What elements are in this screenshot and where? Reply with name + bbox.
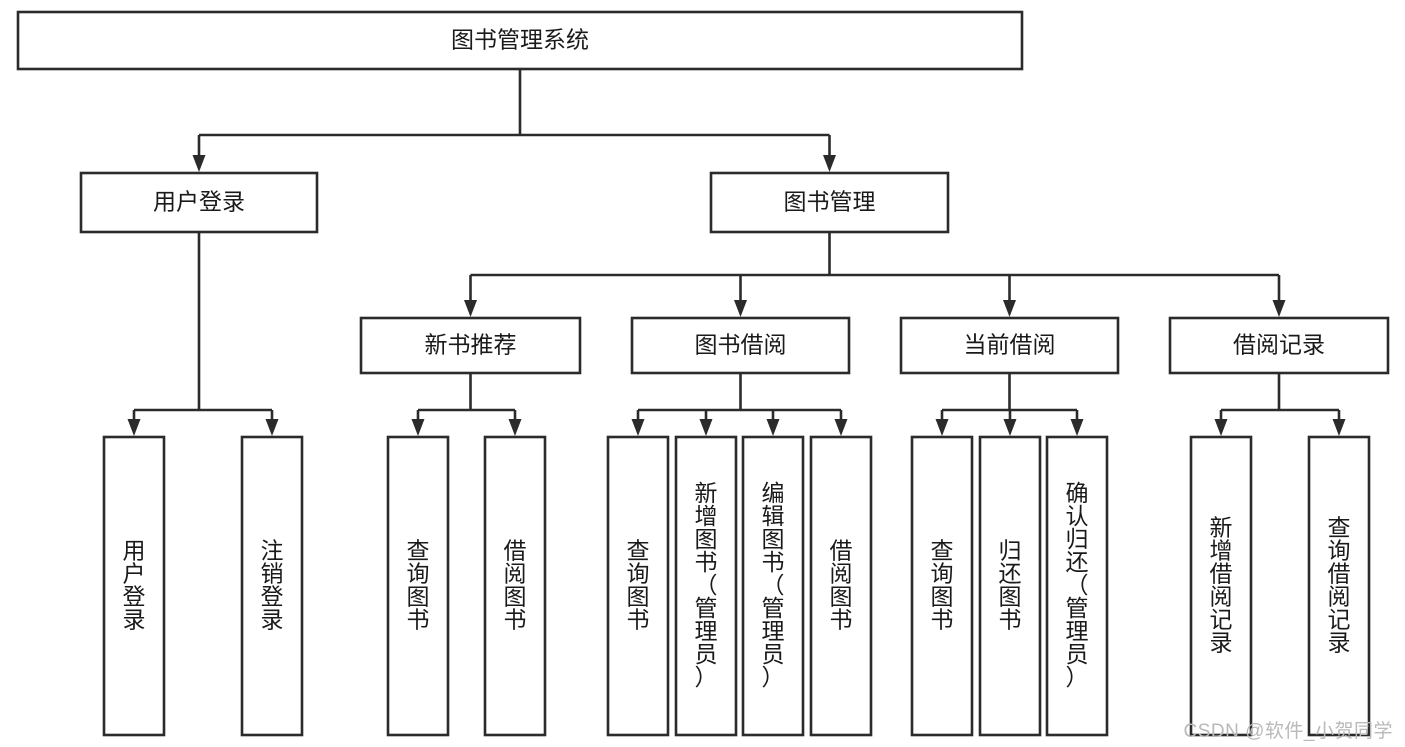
arrow-head-icon-borrow-record xyxy=(1272,300,1286,317)
node-book-borrow[interactable]: 图书借阅 xyxy=(630,316,851,375)
arrow-head-icon-add-book xyxy=(699,419,713,436)
diagram-nodes-layer: 图书管理系统用户登录用户登录注销登录图书管理新书推荐查询图书借阅图书图书借阅查询… xyxy=(16,10,1390,737)
node-user-login[interactable]: 用户登录 xyxy=(79,171,319,234)
node-edit-book[interactable]: 编辑图书（管理员） xyxy=(741,435,805,737)
node-user-login-do[interactable]: 用户登录 xyxy=(102,435,166,737)
arrow-head-icon-borrow-book-2 xyxy=(834,419,848,436)
node-box-user-login-do[interactable] xyxy=(102,435,166,737)
node-borrow-book-2[interactable]: 借阅图书 xyxy=(809,435,873,737)
arrow-head-icon-book-manage xyxy=(823,155,836,172)
node-label-add-borrow-record: 新增借阅记录 xyxy=(1210,514,1233,655)
node-new-book-recommend[interactable]: 新书推荐 xyxy=(359,316,582,375)
node-label-query-borrow-record: 查询借阅记录 xyxy=(1328,514,1351,655)
node-label-edit-book: 编辑图书（管理员） xyxy=(762,480,785,690)
node-confirm-return[interactable]: 确认归还（管理员） xyxy=(1045,435,1109,737)
node-box-book-borrow[interactable] xyxy=(630,316,851,375)
arrow-head-icon-query-book-2 xyxy=(631,419,645,436)
node-label-current-borrow: 当前借阅 xyxy=(964,332,1056,358)
csdn-watermark: CSDN @软件_小贺同学 xyxy=(1183,721,1393,742)
arrow-head-icon-current-borrow xyxy=(1003,300,1016,317)
node-return-book[interactable]: 归还图书 xyxy=(978,435,1042,737)
arrow-head-icon-query-book-1 xyxy=(411,419,425,436)
node-box-user-logout[interactable] xyxy=(240,435,304,737)
node-box-query-book-3[interactable] xyxy=(910,435,974,737)
node-label-new-book-recommend: 新书推荐 xyxy=(425,332,517,358)
node-box-borrow-record[interactable] xyxy=(1168,316,1390,375)
arrow-head-icon-borrow-book-1 xyxy=(508,419,522,436)
node-label-query-book-3: 查询图书 xyxy=(931,537,954,632)
arrow-head-icon-add-borrow-record xyxy=(1214,419,1228,436)
node-box-query-book-1[interactable] xyxy=(386,435,450,737)
node-label-book-borrow: 图书借阅 xyxy=(695,332,787,358)
node-box-borrow-book-1[interactable] xyxy=(483,435,547,737)
node-box-query-book-2[interactable] xyxy=(606,435,670,737)
node-label-query-book-2: 查询图书 xyxy=(627,537,650,632)
node-add-book[interactable]: 新增图书（管理员） xyxy=(674,435,738,737)
arrow-head-icon-query-borrow-record xyxy=(1332,419,1346,436)
node-query-book-2[interactable]: 查询图书 xyxy=(606,435,670,737)
node-box-query-borrow-record[interactable] xyxy=(1307,435,1371,737)
node-box-edit-book[interactable] xyxy=(741,435,805,737)
node-label-return-book: 归还图书 xyxy=(999,537,1022,632)
node-label-borrow-book-2: 借阅图书 xyxy=(830,537,853,632)
node-borrow-record[interactable]: 借阅记录 xyxy=(1168,316,1390,375)
node-box-borrow-book-2[interactable] xyxy=(809,435,873,737)
node-book-manage[interactable]: 图书管理 xyxy=(709,171,950,234)
node-label-add-book: 新增图书（管理员） xyxy=(695,480,718,690)
node-root[interactable]: 图书管理系统 xyxy=(16,10,1024,71)
arrow-head-icon-query-book-3 xyxy=(935,419,949,436)
node-label-book-manage: 图书管理 xyxy=(784,189,876,215)
node-box-book-manage[interactable] xyxy=(709,171,950,234)
arrow-head-icon-user-logout xyxy=(265,419,279,436)
node-box-new-book-recommend[interactable] xyxy=(359,316,582,375)
node-add-borrow-record[interactable]: 新增借阅记录 xyxy=(1189,435,1253,737)
arrow-head-icon-confirm-return xyxy=(1070,419,1084,436)
node-label-borrow-record: 借阅记录 xyxy=(1233,332,1325,358)
node-query-book-3[interactable]: 查询图书 xyxy=(910,435,974,737)
node-label-borrow-book-1: 借阅图书 xyxy=(504,537,527,632)
node-label-query-book-1: 查询图书 xyxy=(407,537,430,632)
node-label-user-logout: 注销登录 xyxy=(261,537,284,632)
node-user-logout[interactable]: 注销登录 xyxy=(240,435,304,737)
arrow-head-icon-book-borrow xyxy=(734,300,747,317)
arrow-head-icon-user-login-do xyxy=(127,419,141,436)
node-box-root[interactable] xyxy=(16,10,1024,71)
node-box-return-book[interactable] xyxy=(978,435,1042,737)
node-label-confirm-return: 确认归还（管理员） xyxy=(1066,480,1089,690)
node-query-borrow-record[interactable]: 查询借阅记录 xyxy=(1307,435,1371,737)
node-box-user-login[interactable] xyxy=(79,171,319,234)
node-query-book-1[interactable]: 查询图书 xyxy=(386,435,450,737)
connector-edges-layer xyxy=(127,69,1346,436)
node-borrow-book-1[interactable]: 借阅图书 xyxy=(483,435,547,737)
node-current-borrow[interactable]: 当前借阅 xyxy=(899,316,1120,375)
node-label-user-login-do: 用户登录 xyxy=(123,537,146,632)
node-box-confirm-return[interactable] xyxy=(1045,435,1109,737)
node-label-user-login: 用户登录 xyxy=(153,189,245,215)
arrow-head-icon-edit-book xyxy=(766,419,780,436)
node-box-current-borrow[interactable] xyxy=(899,316,1120,375)
arrow-head-icon-return-book xyxy=(1003,419,1017,436)
node-box-add-book[interactable] xyxy=(674,435,738,737)
node-box-add-borrow-record[interactable] xyxy=(1189,435,1253,737)
arrow-head-icon-user-login xyxy=(192,155,206,172)
node-label-root: 图书管理系统 xyxy=(451,27,589,53)
arrow-head-icon-new-book-recommend xyxy=(464,300,477,317)
